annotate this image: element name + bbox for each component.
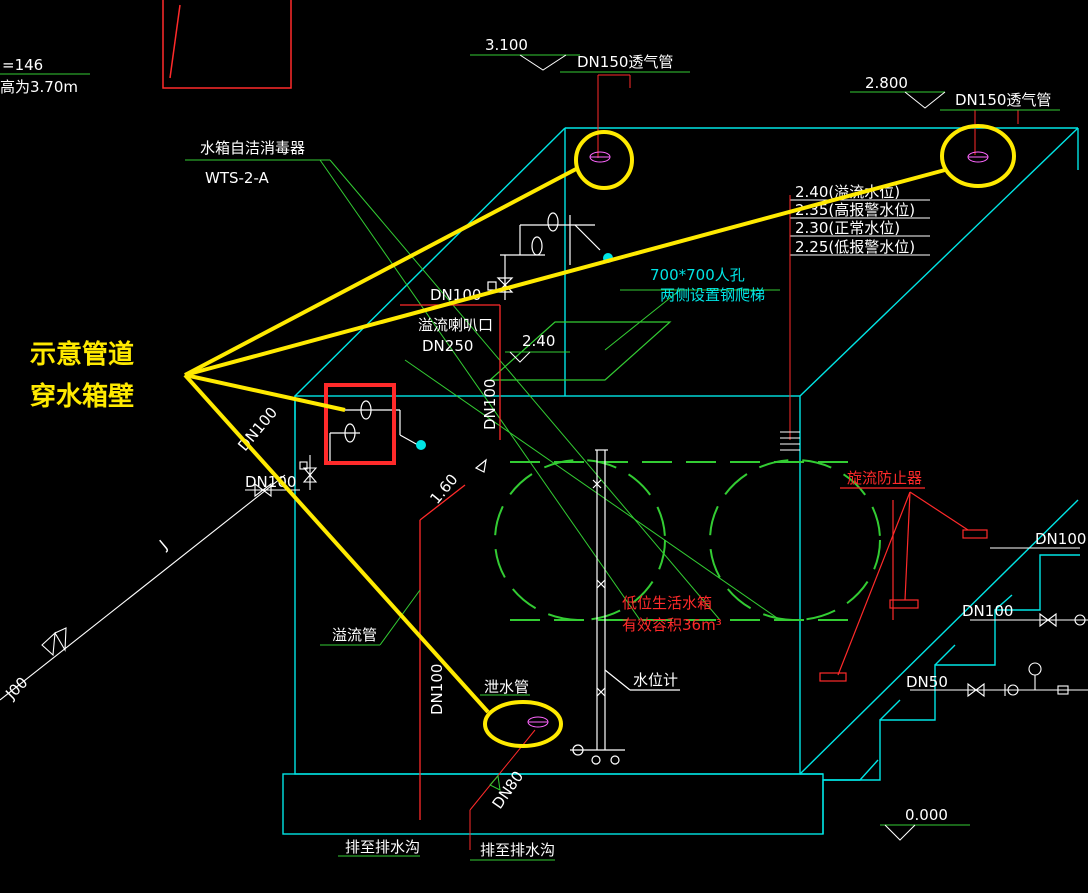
note-line-2: 穿水箱壁 (30, 381, 134, 412)
manhole-shape (488, 321, 672, 381)
vent-cap-right (967, 151, 989, 163)
annotation-overlay (183, 124, 1016, 748)
vent-pipe-right (850, 91, 1060, 155)
vortex-preventer-label: 旋流防止器 (847, 469, 922, 487)
elev-240: 2.40 (522, 332, 555, 350)
to-drain-2: 排至排水沟 (480, 841, 555, 859)
vortex-preventers (819, 487, 988, 682)
tank-volume: 有效容积36m³ (622, 616, 722, 634)
construction-lines (319, 159, 781, 621)
vent-cap-left (589, 151, 611, 163)
vent-right-label: DN150透气管 (955, 91, 1051, 109)
note-line-1: 示意管道 (30, 339, 134, 370)
overflow-bellmouth: 溢流喇叭口 (418, 316, 493, 334)
level-normal: 2.30(正常水位) (795, 219, 900, 237)
top-left-value: =146 (2, 56, 43, 74)
level-gauge-label: 水位计 (633, 671, 678, 689)
sensor-dot-mid (416, 440, 426, 450)
vent-pipe-left (470, 54, 690, 158)
elev-0: 0.000 (905, 806, 948, 824)
dn50-right: DN50 (906, 673, 948, 691)
sterilizer-name: 水箱自洁消毒器 (200, 139, 305, 157)
overflow-pipe-leader (379, 589, 421, 646)
tank-ellipses (494, 459, 881, 621)
tank-name: 低位生活水箱 (622, 594, 712, 612)
outlet-pipes (910, 547, 1088, 698)
level-gauge (570, 449, 680, 765)
dn250: DN250 (422, 337, 473, 355)
elev-0-marker (884, 824, 916, 841)
top-left-height: 高为3.70m (0, 78, 78, 96)
vent-left-label: DN150透气管 (577, 53, 673, 71)
dn100-vertical-low: DN100 (428, 664, 446, 715)
elev-240-marker (509, 351, 531, 363)
water-levels (780, 195, 930, 451)
sterilizer-model: WTS-2-A (205, 169, 270, 187)
dn100-right-mid: DN100 (962, 602, 1013, 620)
pipe-tag-j: J (155, 536, 171, 553)
drawing-fragment-top-left (162, 0, 292, 89)
drain-pipe (469, 694, 549, 850)
to-drain-1: 排至排水沟 (345, 838, 420, 856)
manhole-leader (604, 289, 681, 351)
level-high-alarm: 2.35(高报警水位) (795, 201, 915, 219)
dn100-right-top: DN100 (1035, 530, 1086, 548)
elev-vent-left: 3.100 (485, 36, 528, 54)
elev-vent-right: 2.800 (865, 74, 908, 92)
sterilizer-pipework (487, 212, 601, 300)
inlet-pipe (0, 455, 318, 701)
dn100-left: DN100 (234, 404, 281, 455)
manhole-label: 700*700人孔 (650, 266, 745, 284)
ladder-label: 两侧设置钢爬梯 (660, 286, 765, 304)
wall-penetration-pipes (329, 400, 487, 473)
highlight-box (324, 383, 396, 465)
level-low-alarm: 2.25(低报警水位) (795, 238, 915, 256)
water-tank-outline (282, 127, 1080, 835)
elev-160: 1.60 (426, 470, 461, 507)
pipe-tag-dn: J00 (1, 673, 31, 703)
drain-pipe-label: 泄水管 (484, 678, 529, 696)
overflow-pipe-label: 溢流管 (332, 626, 377, 644)
dn100-vertical-mid: DN100 (481, 379, 499, 430)
